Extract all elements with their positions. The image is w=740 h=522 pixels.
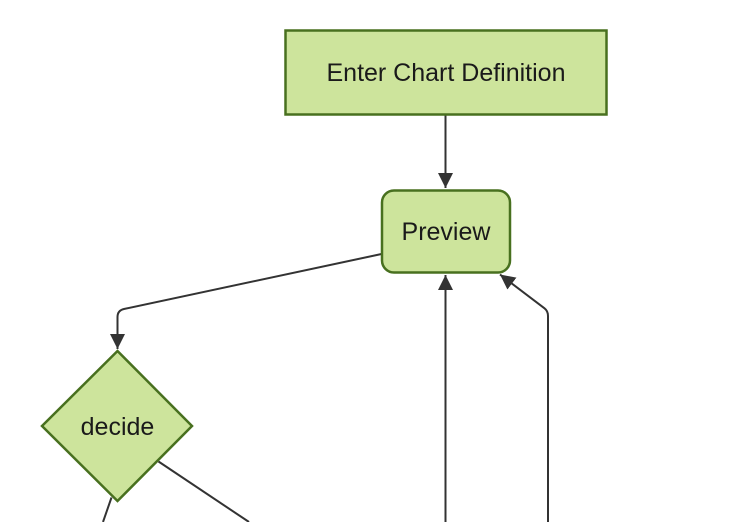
edge-decide-to-offscreen-right bbox=[157, 460, 250, 522]
node-preview: Preview bbox=[380, 189, 512, 274]
edge-preview-to-decide bbox=[110, 253, 382, 349]
node-enter-chart-definition: Enter Chart Definition bbox=[284, 29, 608, 116]
node-preview-shape bbox=[380, 189, 512, 274]
edge-bottomright-to-preview bbox=[499, 273, 549, 522]
node-enter-chart-definition-shape bbox=[284, 29, 608, 116]
edges-layer bbox=[102, 114, 549, 522]
node-decide-shape bbox=[40, 349, 194, 503]
node-enter-chart-definition-label: Enter Chart Definition bbox=[326, 59, 565, 87]
node-preview-label: Preview bbox=[402, 218, 492, 246]
nodes-layer: Enter Chart Definition Preview decide bbox=[40, 29, 608, 503]
node-decide-label: decide bbox=[81, 413, 155, 441]
node-decide: decide bbox=[40, 349, 194, 503]
edge-decide-to-offscreen-left bbox=[102, 497, 113, 522]
